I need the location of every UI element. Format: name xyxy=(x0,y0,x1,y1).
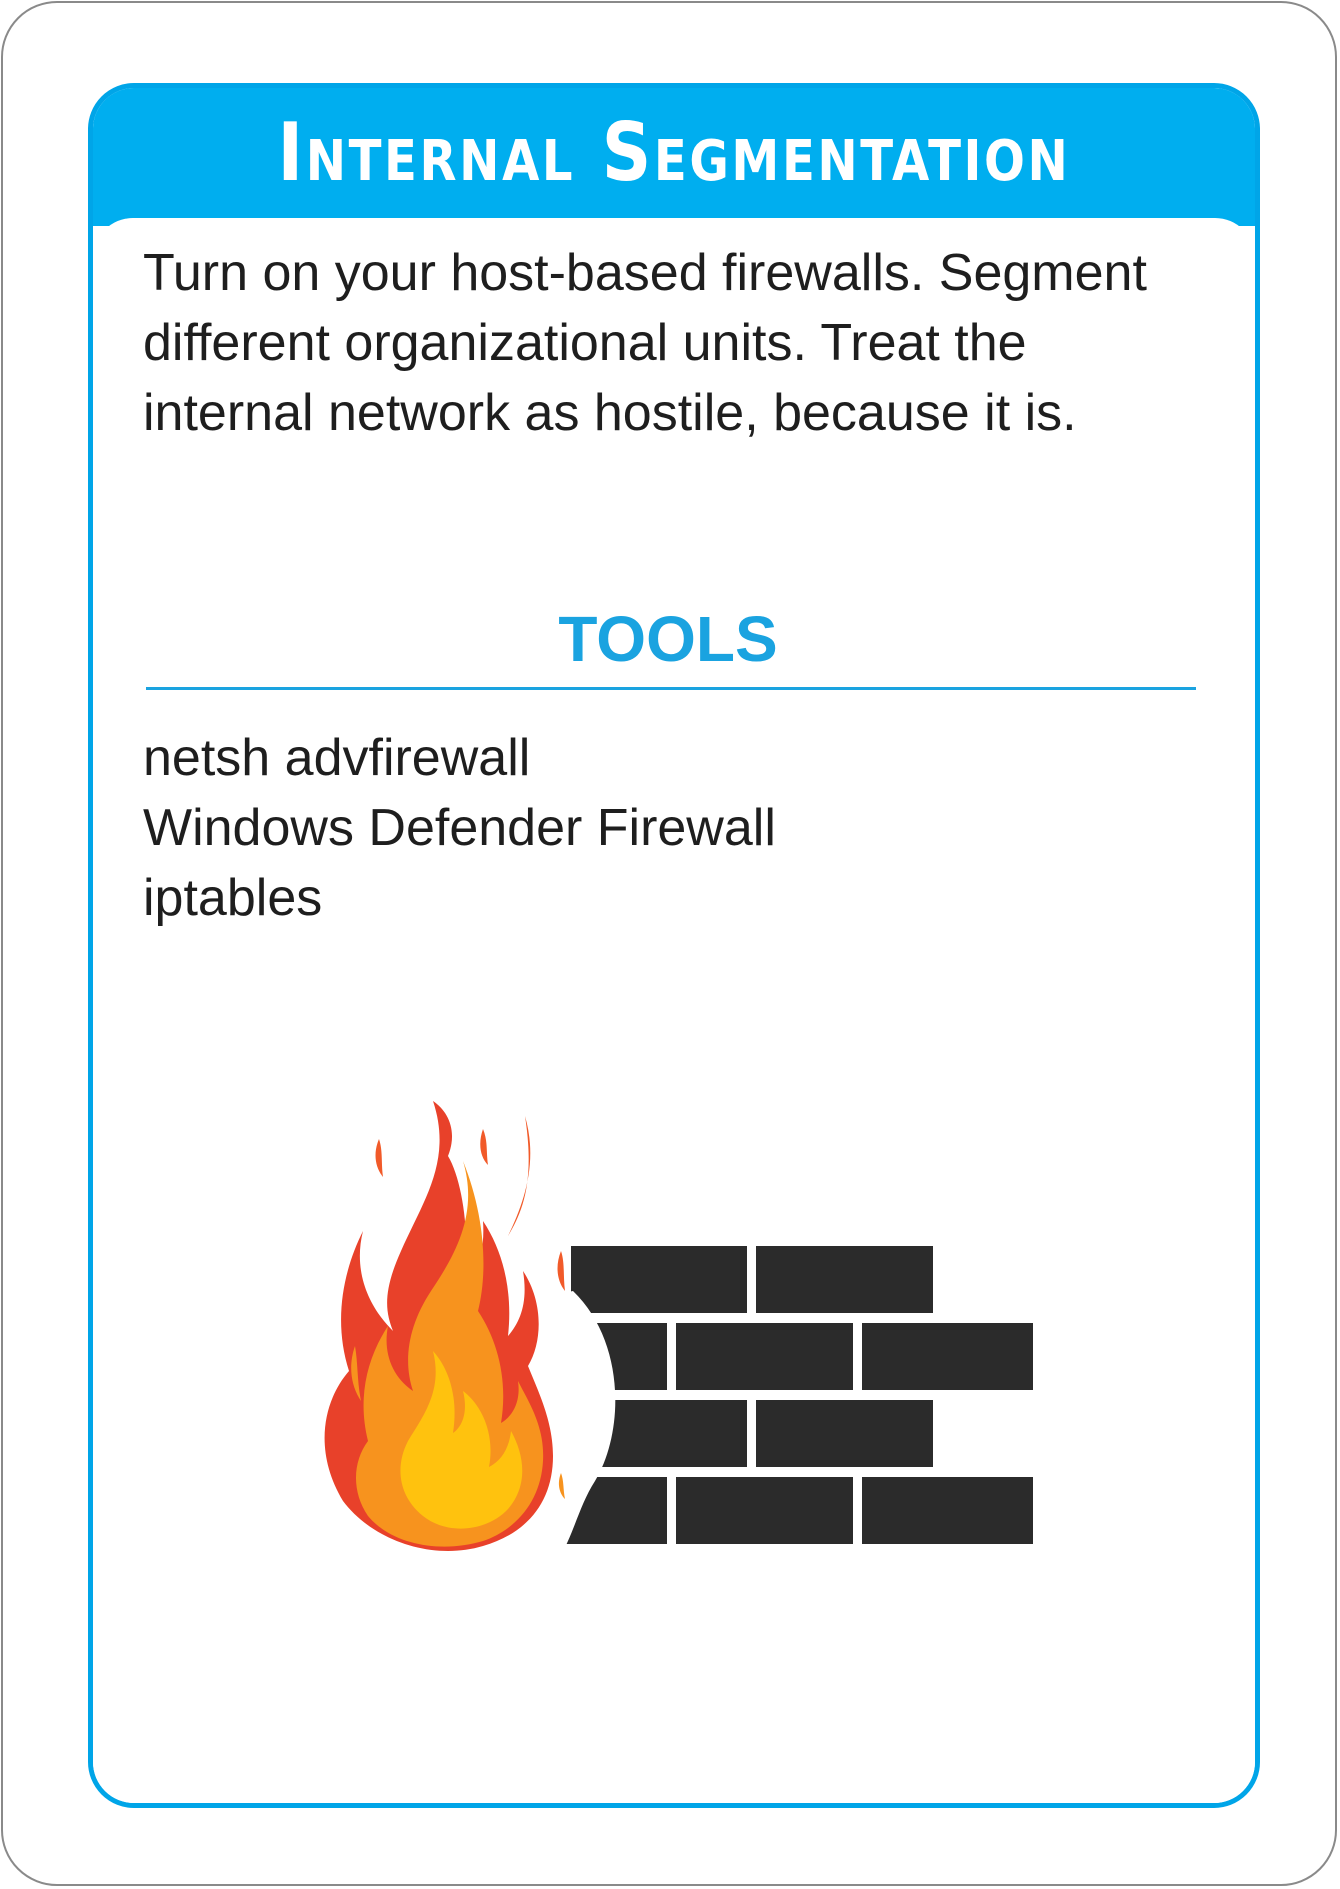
card-description: Turn on your host-based firewalls. Segme… xyxy=(143,244,1147,442)
tools-divider xyxy=(146,687,1196,690)
title-bar: Internal Segmentation xyxy=(93,88,1255,226)
tool-item: netsh advfirewall xyxy=(143,729,531,787)
tools-heading: TOOLS xyxy=(558,603,778,675)
content-panel xyxy=(93,218,1255,1803)
tool-item: iptables xyxy=(143,869,323,927)
firewall-icon xyxy=(313,1101,1040,1561)
tool-item: Windows Defender Firewall xyxy=(143,799,776,857)
card-title: Internal Segmentation xyxy=(277,106,1071,199)
flame-icon xyxy=(324,1101,565,1551)
card-frame: Internal Segmentation xyxy=(88,83,1260,1808)
tools-list: netsh advfirewall Windows Defender Firew… xyxy=(143,723,1193,933)
